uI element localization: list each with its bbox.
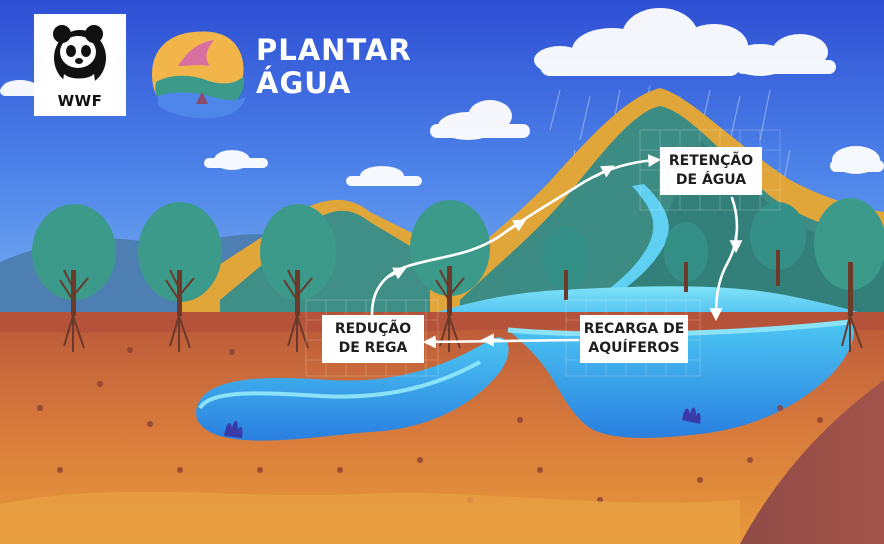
label-line: RECARGA DE: [583, 321, 685, 337]
tree-icon: [664, 222, 708, 292]
soil-pebbles: [37, 347, 823, 503]
arrow-mid-3: [594, 165, 615, 178]
aquatic-plants: [224, 407, 701, 438]
cloud-icon: [204, 150, 268, 170]
mountain-river: [600, 184, 669, 298]
underground-water-left-edge: [198, 360, 481, 410]
label-line: DE ÁGUA: [675, 172, 747, 188]
plantar-agua-logo-icon: [152, 31, 246, 119]
soil-dune: [0, 491, 740, 544]
cloud-icon: [534, 8, 748, 76]
trees: [32, 198, 884, 352]
cloud-icon: [430, 100, 530, 140]
tree-icon: [410, 200, 490, 352]
label-reducao-de-rega: REDUÇÃO DE REGA: [322, 315, 424, 363]
title-line-2: ÁGUA: [256, 66, 352, 100]
tree-icon: [138, 202, 222, 352]
label-retencao-de-agua: RETENÇÃO DE ÁGUA: [660, 147, 762, 195]
arrow-recharge-to-irrigation: [422, 335, 580, 349]
wwf-wordmark: WWF: [57, 92, 103, 110]
arrow-retention-to-recharge: [709, 196, 739, 322]
tree-icon: [32, 204, 116, 352]
label-line: RETENÇÃO: [668, 153, 754, 169]
soil-deep-right: [740, 380, 884, 544]
panda-icon: [53, 25, 106, 88]
cloud-icon: [730, 34, 836, 76]
label-line: REDUÇÃO: [334, 321, 412, 337]
mountain-left-shade: [220, 210, 450, 320]
label-recarga-de-aquiferos: RECARGA DE AQUÍFEROS: [580, 315, 688, 363]
title-line-1: PLANTAR: [256, 33, 412, 67]
tree-icon: [260, 204, 336, 352]
cloud-icon: [346, 166, 422, 186]
cycle-arrows: [370, 154, 743, 349]
clouds: [0, 8, 884, 186]
label-line: AQUÍFEROS: [588, 340, 680, 356]
page-title: PLANTAR ÁGUA: [256, 34, 412, 100]
label-line: DE REGA: [338, 340, 408, 356]
cloud-icon: [830, 146, 884, 174]
underground-water-left: [196, 337, 509, 441]
tree-icon: [542, 226, 590, 300]
tree-icon: [750, 202, 806, 286]
arrow-mid-2: [506, 219, 527, 232]
tree-icon: [814, 198, 884, 352]
cloud-icon: [0, 80, 40, 96]
arrow-mid-1: [388, 267, 407, 280]
wwf-logo: WWF: [34, 14, 126, 116]
